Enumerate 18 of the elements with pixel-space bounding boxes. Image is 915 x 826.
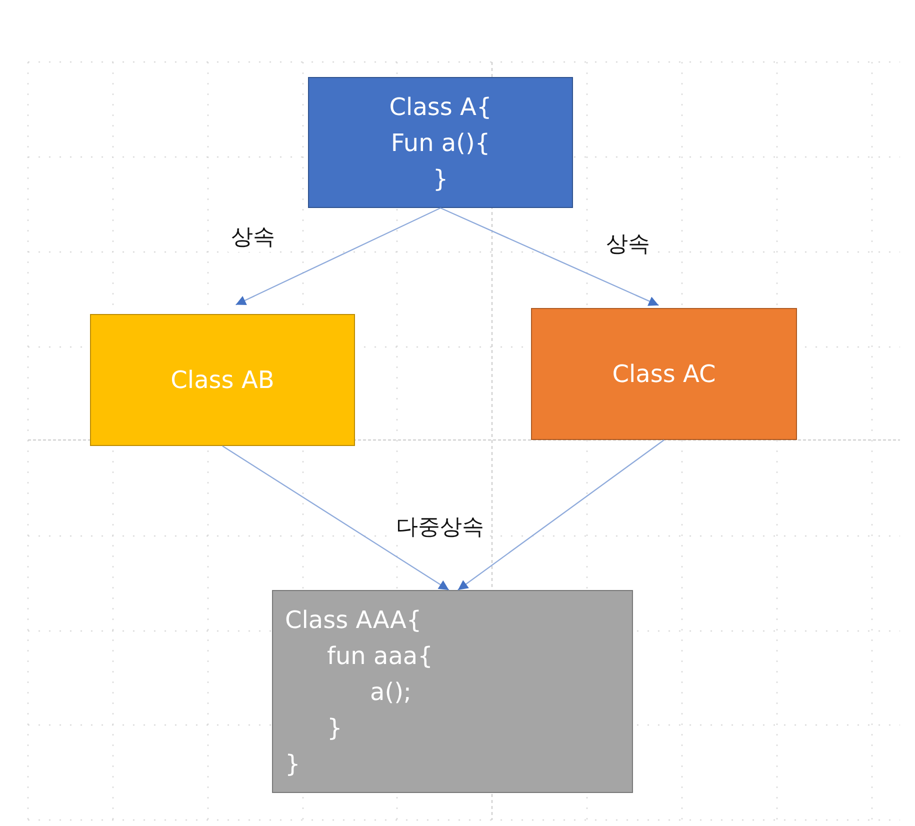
code-line: fun aaa{ — [327, 640, 433, 672]
code-line: } — [285, 748, 300, 780]
arrow — [440, 207, 659, 306]
code-line: Fun a(){ — [390, 128, 490, 158]
code-line: Class A{ — [389, 92, 492, 122]
arrow — [222, 446, 450, 590]
class-box — [272, 590, 633, 793]
code-line: Class AB — [170, 365, 274, 396]
code-line: a(); — [370, 676, 412, 708]
class-box — [531, 308, 797, 440]
code-line: Class AC — [612, 359, 716, 390]
class-box — [90, 314, 355, 446]
class-box — [308, 77, 573, 208]
code-line: } — [327, 712, 342, 744]
arrow — [458, 440, 664, 590]
code-line: } — [432, 164, 448, 194]
code-line: Class AAA{ — [285, 604, 422, 636]
arrow — [236, 207, 441, 306]
